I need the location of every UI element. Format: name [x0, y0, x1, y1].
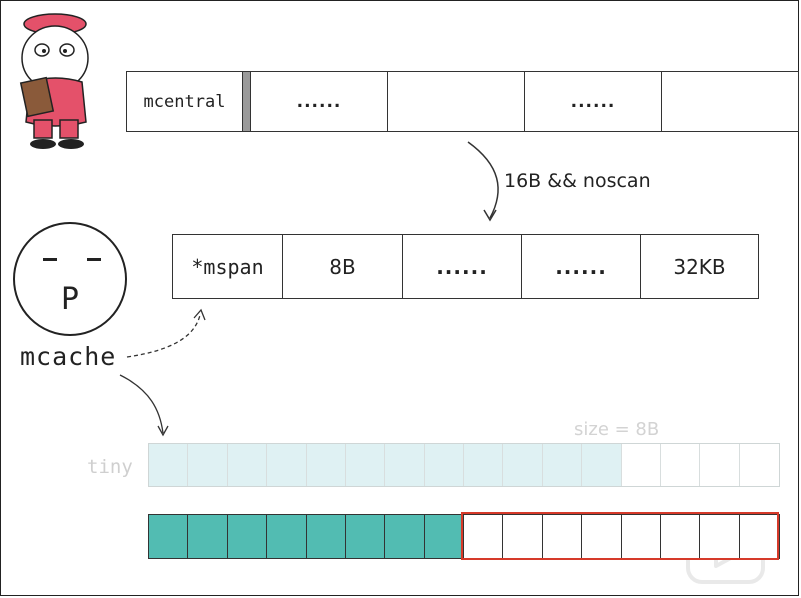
memory-block — [424, 515, 464, 558]
mspan-dots-cell: ...... — [522, 234, 641, 299]
memory-block — [306, 515, 346, 558]
memory-block — [582, 515, 622, 558]
mspan-size-cell: 32KB — [641, 234, 759, 299]
gopher-mascot-icon — [19, 13, 89, 149]
eye-left — [43, 258, 57, 261]
size-label: size = 8B — [574, 419, 660, 440]
tiny-label: tiny — [87, 456, 133, 478]
p-label: P — [60, 282, 80, 317]
memory-block — [700, 515, 740, 558]
memory-block — [267, 444, 307, 486]
memory-block — [503, 444, 543, 486]
memory-block — [582, 444, 622, 486]
processor-circle: P — [13, 222, 127, 336]
memory-block — [542, 444, 583, 486]
mcache-label: mcache — [20, 342, 117, 371]
memory-block — [267, 515, 307, 558]
mcentral-empty-cell — [388, 71, 525, 132]
mspan-row: *mspan 8B ...... ...... 32KB — [172, 234, 759, 299]
mspan-size-cell: 8B — [283, 234, 403, 299]
mcentral-dots-cell: ...... — [251, 71, 388, 132]
curved-arrow — [467, 141, 499, 219]
memory-block — [227, 444, 268, 486]
memory-block — [739, 444, 779, 486]
mspan-dots-cell: ...... — [403, 234, 522, 299]
memory-block — [739, 515, 779, 558]
memory-block — [660, 515, 701, 558]
memory-block — [503, 515, 543, 558]
memory-block — [188, 515, 228, 558]
memory-block — [385, 444, 425, 486]
memory-block — [227, 515, 268, 558]
dashed-arrow — [126, 314, 201, 358]
memory-block — [188, 444, 228, 486]
memory-block — [464, 515, 504, 558]
memory-block — [660, 444, 701, 486]
mspan-pointer-cell: *mspan — [172, 234, 283, 299]
memory-block — [424, 444, 464, 486]
eye-right — [87, 258, 101, 261]
memory-block — [345, 444, 386, 486]
tiny-arrow — [119, 374, 164, 434]
mcentral-separator — [243, 71, 251, 132]
memory-block — [385, 515, 425, 558]
mcentral-row: mcentral ...... ...... — [126, 71, 799, 132]
memory-block — [700, 444, 740, 486]
memory-block — [464, 444, 504, 486]
alloc-block-row — [148, 514, 780, 559]
memory-block — [542, 515, 583, 558]
memory-block — [345, 515, 386, 558]
tiny-block-row — [148, 443, 780, 487]
mcentral-dots-cell: ...... — [525, 71, 662, 132]
arrow-label: 16B && noscan — [504, 170, 651, 192]
memory-block — [621, 444, 661, 486]
memory-block — [306, 444, 346, 486]
memory-block — [149, 515, 189, 558]
mcentral-empty-cell — [662, 71, 799, 132]
memory-block — [621, 515, 661, 558]
memory-block — [149, 444, 189, 486]
highlight-box — [461, 512, 779, 560]
mcentral-cell: mcentral — [126, 71, 243, 132]
